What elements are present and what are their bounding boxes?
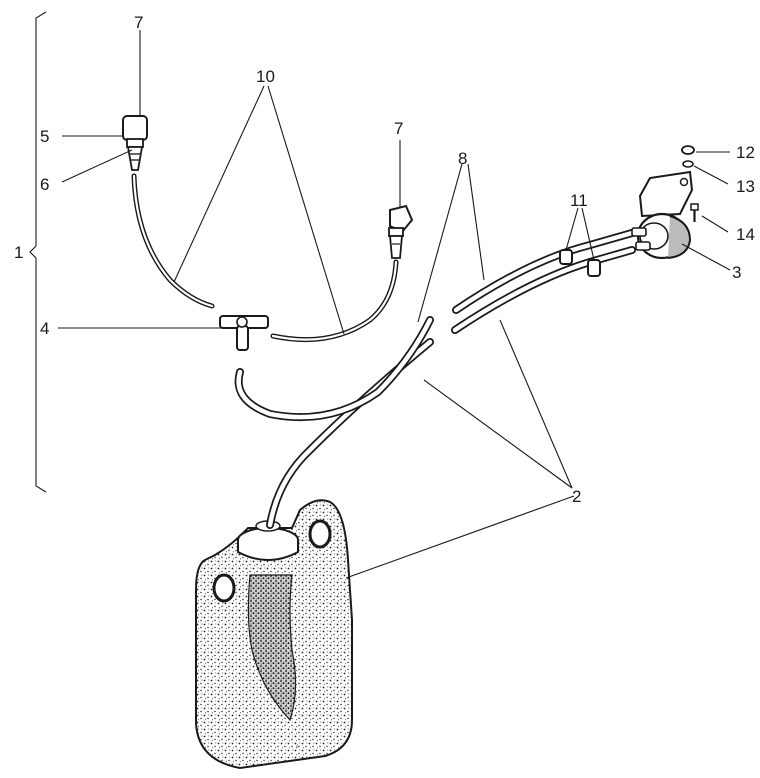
callout-4: 4 (40, 319, 49, 338)
callout-3: 3 (732, 263, 741, 282)
mounting-screw (690, 203, 699, 222)
callout-5: 5 (40, 127, 49, 146)
callout-6: 6 (40, 175, 49, 194)
callout-13: 13 (736, 177, 755, 196)
callout-7-left: 7 (134, 13, 143, 32)
hose-reservoir-to-pump (266, 338, 434, 529)
washer-reservoir (195, 499, 353, 770)
washer-pump (631, 170, 694, 260)
callout-8: 8 (458, 149, 467, 168)
callout-1: 1 (14, 243, 23, 262)
hose-clip-lower (587, 259, 601, 277)
lock-washer (682, 160, 694, 168)
washer-jet-left (122, 115, 148, 171)
callout-10: 10 (256, 67, 275, 86)
leader-lines (58, 30, 731, 579)
group-bracket (29, 11, 47, 493)
callout-14: 14 (736, 225, 755, 244)
washer-jet-right (388, 204, 414, 259)
artist-mark: ‹ (296, 743, 299, 750)
callout-12: 12 (736, 143, 755, 162)
nut (681, 145, 695, 155)
t-piece (219, 315, 269, 351)
callout-7-right: 7 (394, 119, 403, 138)
callout-2: 2 (572, 487, 581, 506)
hose-clip-upper (559, 249, 573, 265)
callout-11: 11 (570, 191, 588, 210)
hose-right-jet (270, 259, 399, 343)
